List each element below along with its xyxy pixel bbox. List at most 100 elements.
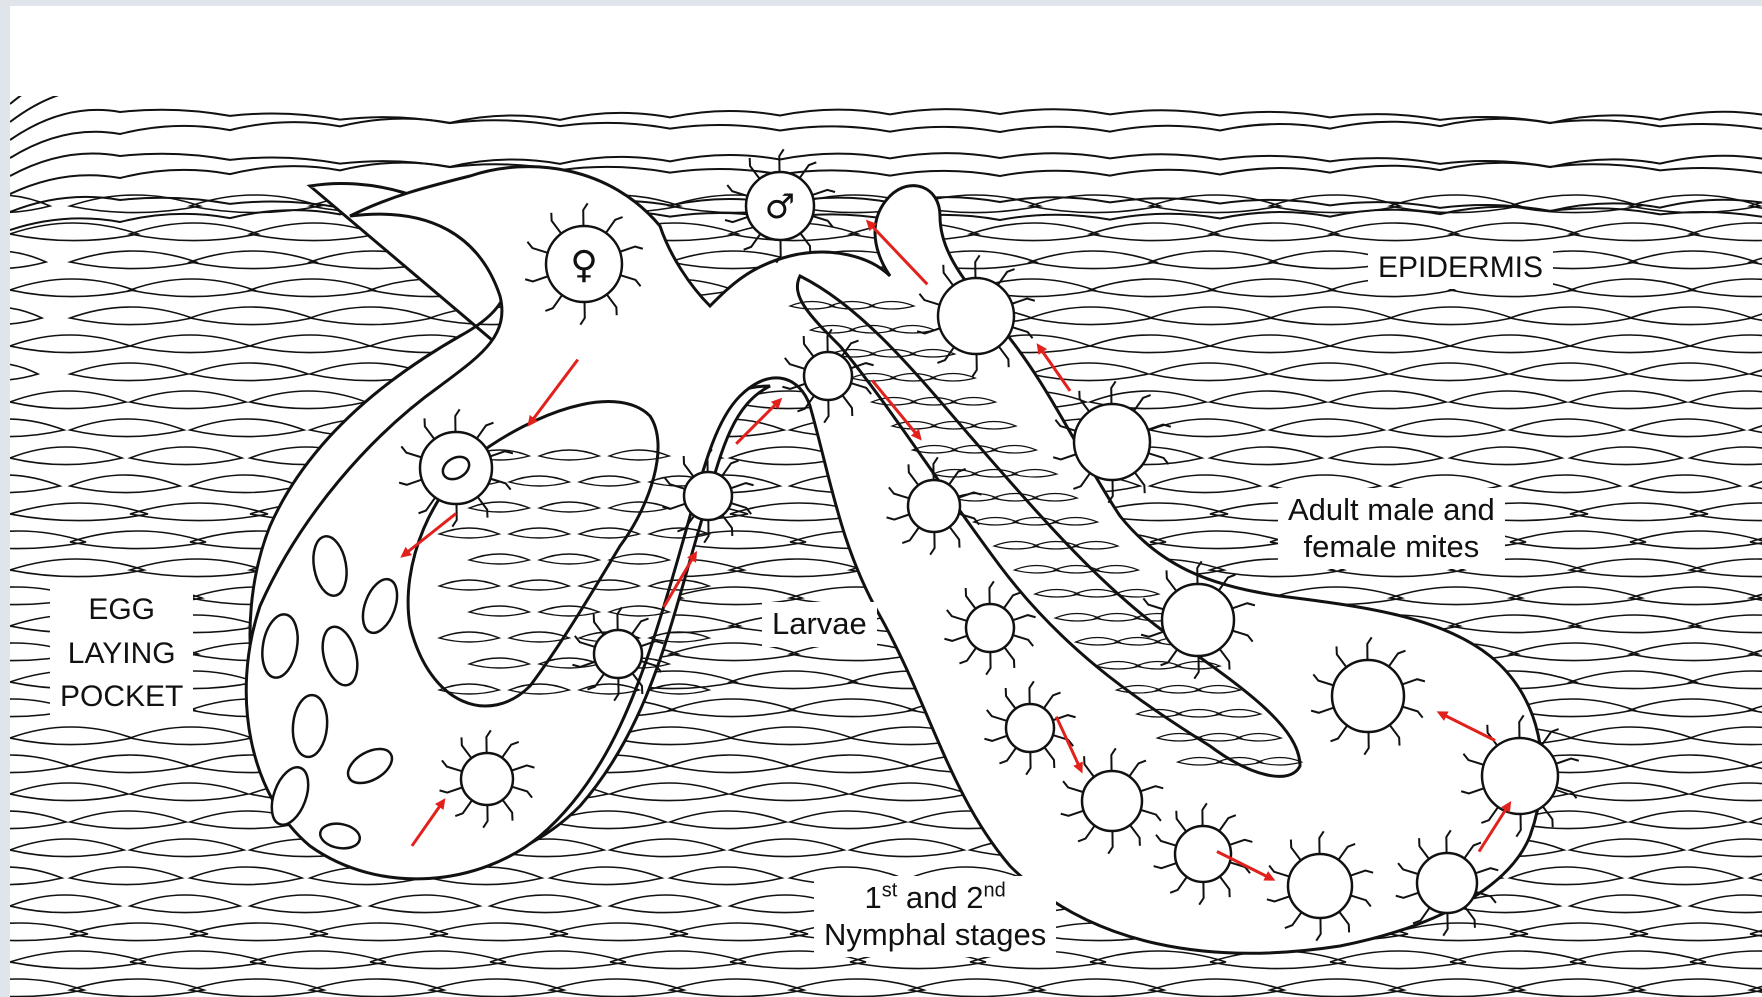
skin-cell [1630, 531, 1762, 549]
mite-body [966, 604, 1014, 652]
diagram-canvas: ♀♂ EPIDERMIS Adult male and female mites… [10, 6, 1762, 997]
skin-cell [1330, 335, 1450, 353]
mite-body [461, 753, 513, 805]
skin-cell [1510, 531, 1646, 549]
skin-cell [1570, 727, 1692, 745]
skin-cell [1510, 587, 1642, 605]
label-egg-laying-pocket: EGG LAYING POCKET [50, 584, 193, 723]
skin-cell [730, 727, 852, 745]
skin-cell [1450, 391, 1566, 409]
skin-cell [10, 307, 42, 325]
skin-cell [1210, 447, 1322, 465]
skin-cell [1750, 699, 1762, 717]
skin-cell [1690, 783, 1762, 801]
mite-body [938, 278, 1014, 354]
skin-cell [130, 559, 264, 577]
skin-cell [1210, 391, 1326, 409]
skin-cell [610, 839, 724, 857]
skin-cell [1390, 363, 1508, 381]
skin-cell [1390, 979, 1524, 997]
skin-cell [1570, 559, 1704, 577]
skin-cell [1030, 979, 1164, 997]
skin-cell [1630, 475, 1740, 493]
mite-body [908, 480, 960, 532]
skin-cell [130, 783, 248, 801]
skin-cell [130, 335, 250, 353]
skin-cell [190, 363, 308, 381]
skin-cell [190, 867, 302, 885]
skin-cell [190, 419, 304, 437]
skin-cell [1390, 419, 1504, 437]
mite-body [1082, 771, 1142, 831]
skin-cell [610, 951, 746, 969]
skin-cell [10, 895, 120, 913]
skin-cell [70, 307, 192, 325]
skin-cell [1510, 363, 1628, 381]
skin-cell [1510, 475, 1620, 493]
skin-cell [1570, 391, 1686, 409]
skin-cell [130, 895, 240, 913]
skin-cell [1150, 531, 1286, 549]
skin-cell [1570, 615, 1700, 633]
skin-cell [550, 979, 684, 997]
mite-body [594, 630, 642, 678]
skin-cell [1690, 279, 1762, 297]
skin-cell [1090, 335, 1210, 353]
skin-cell [130, 503, 268, 521]
skin-cell [130, 951, 266, 969]
skin-cell [1750, 923, 1762, 941]
skin-cell [1690, 335, 1762, 353]
skin-cell [1630, 195, 1760, 213]
skin-cell [1690, 559, 1762, 577]
skin-cell [1570, 503, 1708, 521]
skin-cell [130, 839, 244, 857]
mite-leg [779, 149, 783, 172]
skin-cell [70, 531, 206, 549]
skin-cell [1690, 223, 1762, 241]
label-adult-mites: Adult male and female mites [1278, 488, 1505, 569]
mite-leg [998, 269, 1015, 285]
skin-cell [1630, 251, 1756, 269]
skin-cell [310, 979, 444, 997]
skin-cell [670, 811, 786, 829]
skin-cell [1570, 839, 1684, 857]
skin-cell [1510, 979, 1644, 997]
skin-cell [70, 475, 180, 493]
skin-cell [670, 867, 782, 885]
skin-cell [10, 979, 84, 997]
skin-cell [1330, 447, 1442, 465]
skin-cell [850, 839, 964, 857]
skin-cell [1630, 307, 1752, 325]
skin-cell [1150, 419, 1264, 437]
skin-cell [370, 895, 480, 913]
skin-cell [1090, 279, 1214, 297]
mite-leg [975, 255, 979, 278]
skin-cell [1330, 391, 1446, 409]
skin-cell [730, 783, 848, 801]
mite-body [1417, 853, 1477, 913]
skin-cell [130, 279, 254, 297]
skin-cell [790, 979, 924, 997]
skin-cell [1630, 363, 1748, 381]
skin-cell [10, 391, 126, 409]
skin-cell [550, 923, 688, 941]
mite-body [1006, 704, 1054, 752]
skin-cell [1030, 363, 1148, 381]
skin-cell [1690, 839, 1762, 857]
skin-cell [1270, 307, 1392, 325]
skin-cell [1750, 419, 1762, 437]
skin-cell [1750, 755, 1762, 773]
skin-cell [190, 923, 328, 941]
skin-cell [1210, 279, 1334, 297]
mite-leg [1012, 327, 1032, 338]
skin-cell [1750, 979, 1762, 997]
skin-cell [10, 783, 128, 801]
skin-cell [190, 475, 300, 493]
skin-cell [190, 195, 320, 213]
mite-body [684, 472, 732, 520]
mite-body [1288, 854, 1352, 918]
skin-cell [1630, 419, 1744, 437]
skin-cell [10, 559, 144, 577]
skin-cell [1570, 335, 1690, 353]
skin-cell [1630, 587, 1762, 605]
